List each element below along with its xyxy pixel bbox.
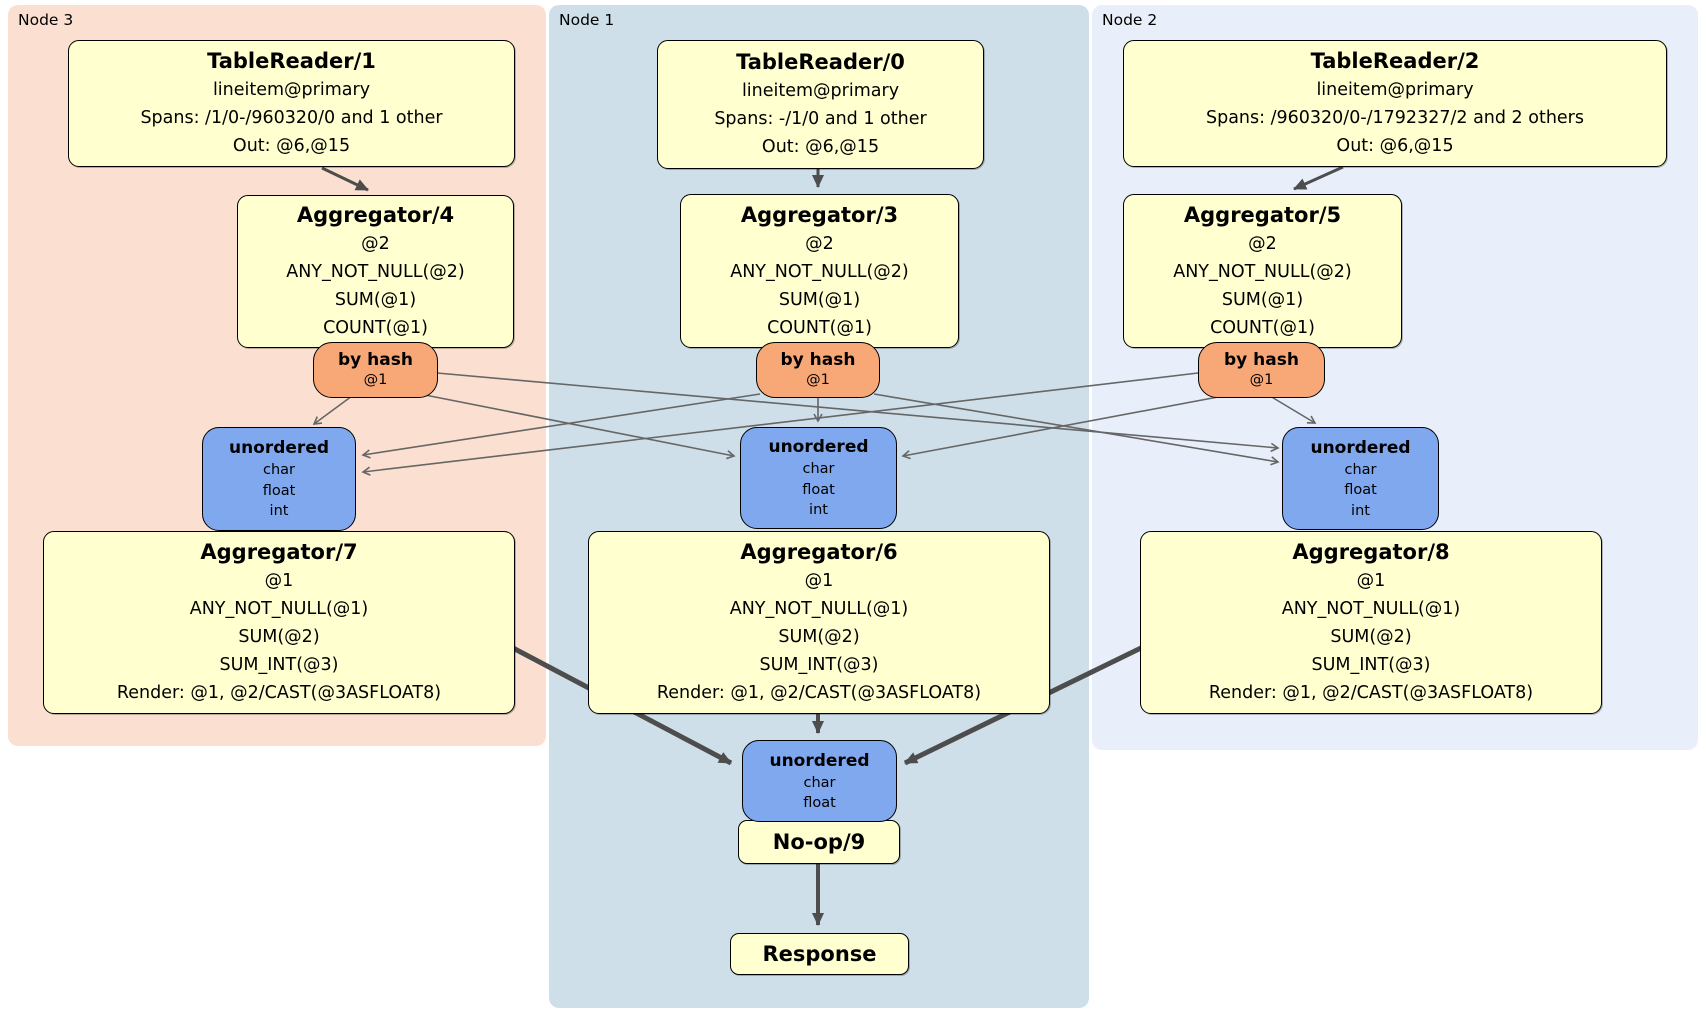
sync-unordered-node1: unordered char float int [740, 427, 897, 529]
processor-line: lineitem@primary [1316, 80, 1474, 100]
processor-title: TableReader/2 [1310, 49, 1480, 73]
edge-tr1-to-agg4 [321, 166, 369, 192]
processor-line: @1 [804, 571, 834, 591]
processor-title: Aggregator/3 [740, 202, 899, 227]
processor-line: ANY_NOT_NULL(@2) [286, 262, 465, 282]
processor-line: ANY_NOT_NULL(@1) [729, 599, 909, 619]
processor-title: Aggregator/8 [1292, 540, 1450, 564]
processor-line: SUM_INT(@3) [219, 655, 339, 675]
processor-line: ANY_NOT_NULL(@2) [1173, 261, 1352, 282]
processor-line: SUM_INT(@3) [1311, 655, 1431, 675]
processor-line: SUM(@1) [334, 290, 417, 310]
processor-response: Response [730, 933, 909, 975]
processor-line: @1 [264, 571, 294, 591]
sync-item: float [803, 795, 836, 811]
processor-title: Aggregator/4 [296, 203, 455, 227]
edge-hash-n3-to-sync-n2 [436, 372, 1280, 453]
processor-line: Render: @1, @2/CAST(@3ASFLOAT8) [656, 683, 982, 703]
processor-title: Aggregator/6 [740, 540, 898, 564]
edge-hash-n2-to-sync-n1 [901, 393, 1235, 460]
sync-item: int [809, 502, 828, 519]
processor-line: COUNT(@1) [1210, 317, 1315, 338]
processor-line: COUNT(@1) [767, 317, 872, 338]
router-by-hash-node1: by hash @1 [756, 342, 880, 398]
processor-tablereader-1: TableReader/1 lineitem@primary Spans: /1… [68, 40, 515, 167]
processor-line: @2 [805, 233, 834, 254]
processor-title: TableReader/1 [207, 49, 376, 73]
sync-unordered-node2: unordered char float int [1282, 427, 1439, 530]
processor-line: SUM_INT(@3) [759, 655, 879, 675]
processor-line: ANY_NOT_NULL(@1) [1281, 599, 1461, 619]
router-title: by hash [338, 350, 413, 370]
router-detail: @1 [1249, 372, 1274, 388]
processor-aggregator-6: Aggregator/6 @1 ANY_NOT_NULL(@1) SUM(@2)… [588, 531, 1050, 714]
processor-line: SUM(@1) [778, 289, 861, 310]
processor-line: SUM(@2) [1330, 627, 1412, 647]
processor-line: Spans: /1/0-/960320/0 and 1 other [140, 108, 443, 128]
sync-item: int [269, 503, 289, 520]
sync-title: unordered [228, 438, 330, 459]
edge-hash-n2-to-sync-n3 [361, 372, 1199, 476]
processor-line: @2 [1248, 233, 1277, 254]
processor-line: Render: @1, @2/CAST(@3ASFLOAT8) [1208, 683, 1534, 703]
processor-line: SUM(@2) [238, 627, 320, 647]
processor-line: COUNT(@1) [323, 318, 428, 338]
processor-line: Spans: /960320/0-/1792327/2 and 2 others [1205, 108, 1584, 128]
processor-line: Out: @6,@15 [761, 137, 880, 157]
sync-title: unordered [1310, 437, 1411, 458]
processor-line: @2 [361, 234, 390, 254]
sync-unordered-node3: unordered char float int [202, 427, 356, 531]
processor-title: Aggregator/7 [200, 540, 358, 564]
processor-aggregator-4: Aggregator/4 @2 ANY_NOT_NULL(@2) SUM(@1)… [237, 195, 514, 348]
processor-aggregator-5: Aggregator/5 @2 ANY_NOT_NULL(@2) SUM(@1)… [1123, 194, 1402, 348]
sync-item: float [262, 482, 296, 499]
processor-aggregator-8: Aggregator/8 @1 ANY_NOT_NULL(@1) SUM(@2)… [1140, 531, 1602, 714]
processor-tablereader-2: TableReader/2 lineitem@primary Spans: /9… [1123, 40, 1667, 167]
router-by-hash-node2: by hash @1 [1198, 342, 1325, 398]
processor-line: ANY_NOT_NULL(@2) [730, 261, 909, 282]
sync-item: float [802, 481, 835, 498]
sync-item: char [262, 462, 295, 479]
processor-aggregator-7: Aggregator/7 @1 ANY_NOT_NULL(@1) SUM(@2)… [43, 531, 515, 714]
processor-line: Render: @1, @2/CAST(@3ASFLOAT8) [116, 683, 442, 703]
router-title: by hash [1224, 350, 1299, 370]
processor-line: lineitem@primary [212, 80, 371, 100]
sync-title: unordered [769, 750, 870, 771]
processor-line: SUM(@2) [778, 627, 860, 647]
edge-hash-n1-to-sync-n2 [873, 393, 1280, 466]
processor-line: ANY_NOT_NULL(@1) [189, 599, 369, 619]
processor-line: @1 [1356, 571, 1386, 591]
edge-hash-n3-to-sync-n1 [419, 393, 736, 460]
processor-title: No-op/9 [772, 829, 866, 854]
edge-hash-n1-to-sync-n3 [361, 393, 761, 459]
sync-item: int [1351, 502, 1370, 519]
panel-node-3-label: Node 3 [18, 11, 74, 29]
edge-tr2-to-agg5 [1293, 165, 1344, 191]
sync-title: unordered [768, 437, 869, 458]
processor-title: Response [762, 941, 877, 966]
sync-item: float [1344, 482, 1377, 499]
processor-tablereader-0: TableReader/0 lineitem@primary Spans: -/… [657, 40, 984, 169]
router-title: by hash [780, 350, 856, 370]
sync-item: char [1344, 461, 1377, 478]
sync-item: char [802, 461, 835, 478]
processor-aggregator-3: Aggregator/3 @2 ANY_NOT_NULL(@2) SUM(@1)… [680, 194, 959, 348]
edge-hash-n2-to-sync-n2 [1269, 395, 1317, 424]
router-detail: @1 [806, 372, 830, 388]
sync-unordered-final: unordered char float [742, 740, 897, 822]
processor-noop-9: No-op/9 [738, 820, 900, 864]
router-by-hash-node3: by hash @1 [313, 342, 438, 398]
processor-title: TableReader/0 [736, 50, 905, 74]
router-detail: @1 [363, 372, 388, 388]
processor-line: Out: @6,@15 [232, 136, 351, 156]
processor-line: Out: @6,@15 [1336, 136, 1454, 156]
processor-title: Aggregator/5 [1183, 202, 1342, 227]
edge-hash-n3-to-sync-n3 [312, 395, 353, 425]
processor-line: lineitem@primary [741, 81, 900, 101]
sync-item: char [803, 774, 836, 791]
panel-node-2-label: Node 2 [1102, 11, 1158, 29]
panel-node-1-label: Node 1 [559, 11, 615, 29]
processor-line: Spans: -/1/0 and 1 other [714, 109, 927, 129]
processor-line: SUM(@1) [1221, 289, 1304, 310]
